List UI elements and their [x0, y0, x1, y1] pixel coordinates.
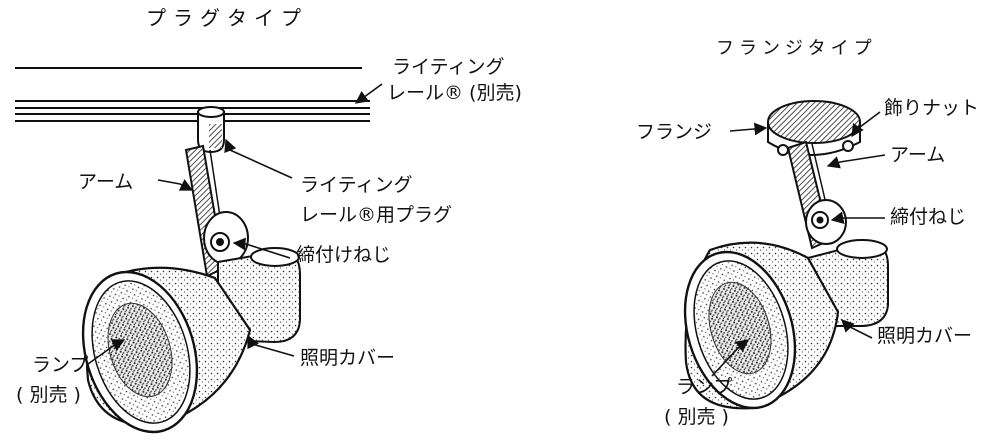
label-cover: 照明カバー: [300, 347, 396, 369]
label-flange: フランジ: [636, 121, 713, 143]
label-lamp-line1: ランプ: [32, 354, 89, 376]
leader-arm-r: [826, 154, 886, 169]
right-lamp-shade: [683, 241, 840, 410]
leader-plug: [224, 138, 293, 179]
leader-rail: [354, 83, 383, 104]
label-lamp-line2: ( 別売 ): [16, 384, 81, 406]
leader-lamp: [87, 339, 126, 365]
leader-flange: [729, 122, 768, 136]
label-rail-line1: ライティング: [392, 56, 505, 78]
leader-arm: [157, 179, 194, 191]
label-screw: 締付けねじ: [296, 244, 392, 266]
leader-cover: [247, 334, 295, 357]
left-title: プラグタイプ: [146, 6, 308, 30]
label-cover-r: 照明カバー: [877, 325, 973, 347]
leader-screw: [232, 237, 291, 259]
right-pivot: [805, 199, 847, 245]
leader-nut: [851, 111, 881, 138]
flange: [767, 100, 861, 156]
label-arm: アーム: [78, 171, 134, 193]
leader-screw-r: [830, 211, 885, 225]
label-plug-line1: ライティング: [300, 174, 413, 196]
left-lamp-shade: [81, 266, 252, 434]
label-arm-r: アーム: [890, 144, 946, 166]
left-pivot: [203, 211, 249, 265]
lighting-rail: [15, 67, 370, 122]
leader-lamp-r: [711, 339, 750, 377]
rail-plug: [197, 106, 225, 154]
label-nut: 飾りナット: [884, 97, 980, 119]
label-rail-line2: レール® (別売): [387, 82, 522, 104]
label-plug-line2: レール®用プラグ: [300, 204, 453, 226]
leader-cover-r: [841, 319, 873, 339]
label-lamp-line1-r: ランプ: [676, 376, 733, 398]
label-lamp-line2-r: ( 別売 ): [664, 406, 729, 428]
right-title: フランジタイプ: [716, 38, 877, 59]
label-screw-r: 締付ねじ: [890, 206, 967, 228]
